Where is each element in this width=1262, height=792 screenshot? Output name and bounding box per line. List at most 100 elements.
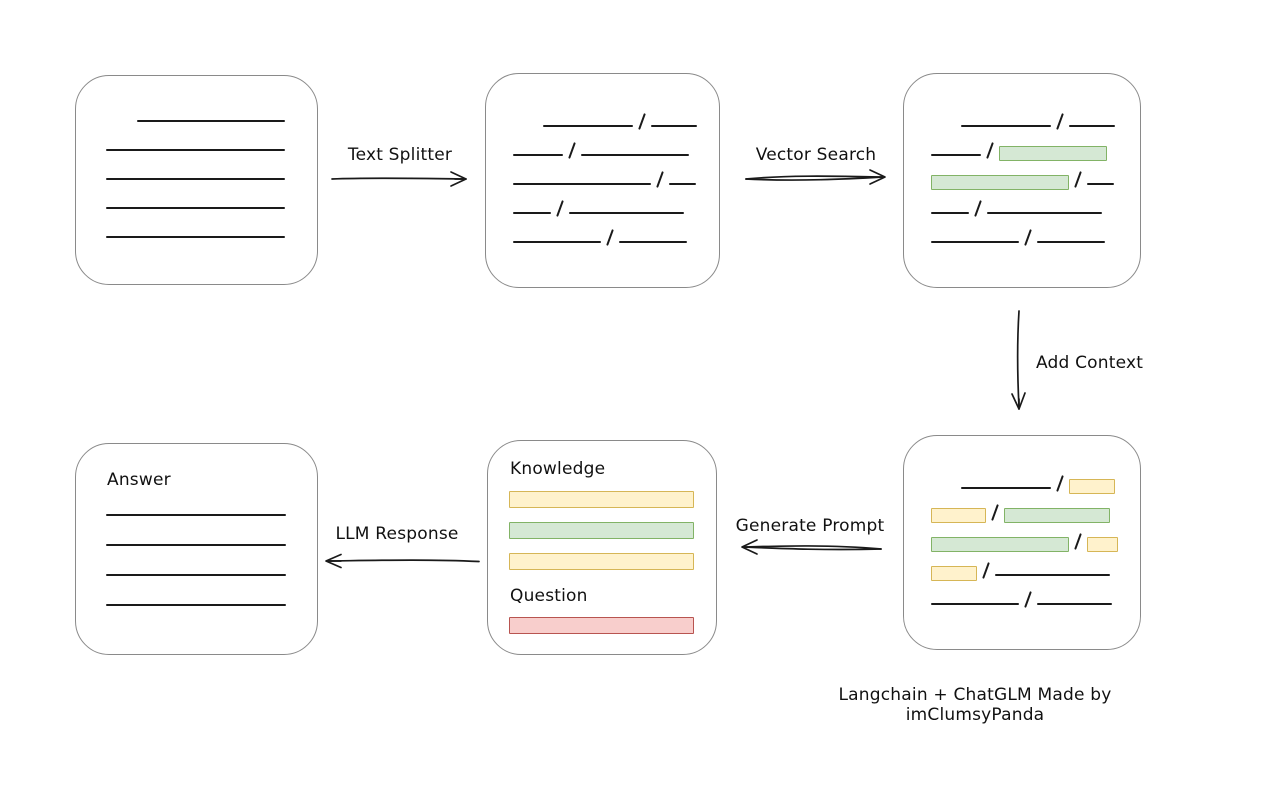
text-line xyxy=(106,514,286,516)
text-line xyxy=(106,178,285,180)
chunk-row xyxy=(931,199,1140,217)
text-line xyxy=(931,212,969,214)
slash-separator xyxy=(656,171,664,188)
chunk-row xyxy=(961,112,1140,130)
slash-separator xyxy=(991,504,999,521)
slash-separator xyxy=(1024,229,1032,246)
node-source-document xyxy=(75,75,318,285)
highlighted-chunk-yellow xyxy=(1087,537,1118,552)
generate-prompt-label: Generate Prompt xyxy=(735,516,885,536)
add-context-arrow-icon xyxy=(1008,308,1032,420)
text-line xyxy=(106,207,285,209)
slash-separator xyxy=(1056,113,1064,130)
slash-separator xyxy=(568,142,576,159)
vector-search-label: Vector Search xyxy=(755,145,877,165)
text-line xyxy=(106,544,286,546)
highlighted-chunk-green xyxy=(999,146,1107,161)
chunk-row xyxy=(931,590,1140,608)
knowledge-bars xyxy=(509,491,716,570)
slash-separator xyxy=(1074,171,1082,188)
text-line xyxy=(569,212,684,214)
text-line xyxy=(1069,125,1115,127)
highlighted-chunk-yellow xyxy=(931,508,986,523)
chunk-row xyxy=(931,561,1140,581)
slash-separator xyxy=(1074,533,1082,550)
question-label: Question xyxy=(510,586,588,606)
text-line xyxy=(1037,603,1112,605)
llm-response-label: LLM Response xyxy=(335,524,459,544)
question-bars xyxy=(509,617,716,634)
text-line xyxy=(513,241,601,243)
knowledge-label: Knowledge xyxy=(510,459,606,479)
chunk-row xyxy=(931,228,1140,246)
text-line xyxy=(543,125,633,127)
slash-separator xyxy=(974,200,982,217)
text-line xyxy=(581,154,689,156)
answer-label: Answer xyxy=(107,470,171,490)
slash-separator xyxy=(1056,475,1064,492)
text-line xyxy=(931,241,1019,243)
diagram-caption: Langchain + ChatGLM Made by imClumsyPand… xyxy=(838,685,1112,725)
chunk-row xyxy=(543,112,719,130)
text-line xyxy=(931,603,1019,605)
add-context-label: Add Context xyxy=(1036,353,1144,373)
highlighted-chunk-green xyxy=(1004,508,1110,523)
text-line xyxy=(106,604,286,606)
text-line xyxy=(961,487,1051,489)
llm-response-arrow-icon xyxy=(320,550,482,572)
text-line xyxy=(961,125,1051,127)
chunk-row xyxy=(931,503,1140,523)
slash-separator xyxy=(606,229,614,246)
chunk-row xyxy=(513,199,719,217)
text-line xyxy=(513,154,563,156)
node-context-chunks xyxy=(903,435,1141,650)
chunk-row xyxy=(513,170,719,188)
chunk-row xyxy=(931,532,1140,552)
node-answer: Answer xyxy=(75,443,318,655)
chunk-row xyxy=(513,228,719,246)
highlighted-chunk-green xyxy=(931,175,1069,190)
text-splitter-label: Text Splitter xyxy=(347,145,453,165)
chunk-row xyxy=(513,141,719,159)
answer-text-lines xyxy=(76,490,317,606)
yellow-bar xyxy=(509,491,694,508)
document-text-lines xyxy=(76,76,317,238)
vector-search-arrow-icon xyxy=(743,166,889,190)
text-line xyxy=(931,154,981,156)
text-line xyxy=(669,183,696,185)
node-split-chunks xyxy=(485,73,720,288)
slash-separator xyxy=(1024,591,1032,608)
text-line xyxy=(995,574,1110,576)
chunk-row xyxy=(961,474,1140,494)
text-line xyxy=(137,120,285,122)
green-bar xyxy=(509,522,694,539)
slash-separator xyxy=(638,113,646,130)
text-line xyxy=(1037,241,1105,243)
slash-separator xyxy=(986,142,994,159)
context-rows xyxy=(904,436,1140,608)
text-line xyxy=(1087,183,1114,185)
generate-prompt-arrow-icon xyxy=(735,536,885,560)
slash-separator xyxy=(982,562,990,579)
text-line xyxy=(619,241,687,243)
text-line xyxy=(106,149,285,151)
text-splitter-arrow-icon xyxy=(330,168,470,190)
text-line xyxy=(651,125,697,127)
highlighted-chunk-green xyxy=(931,537,1069,552)
text-line xyxy=(987,212,1102,214)
vector-result-rows xyxy=(904,74,1140,246)
slash-separator xyxy=(556,200,564,217)
chunk-rows xyxy=(486,74,719,246)
text-line xyxy=(513,183,651,185)
node-prompt: Knowledge Question xyxy=(487,440,717,655)
text-line xyxy=(106,574,286,576)
text-line xyxy=(513,212,551,214)
text-line xyxy=(106,236,285,238)
chunk-row xyxy=(931,170,1140,190)
node-vector-search-results xyxy=(903,73,1141,288)
red-bar xyxy=(509,617,694,634)
chunk-row xyxy=(931,141,1140,161)
highlighted-chunk-yellow xyxy=(931,566,977,581)
highlighted-chunk-yellow xyxy=(1069,479,1115,494)
